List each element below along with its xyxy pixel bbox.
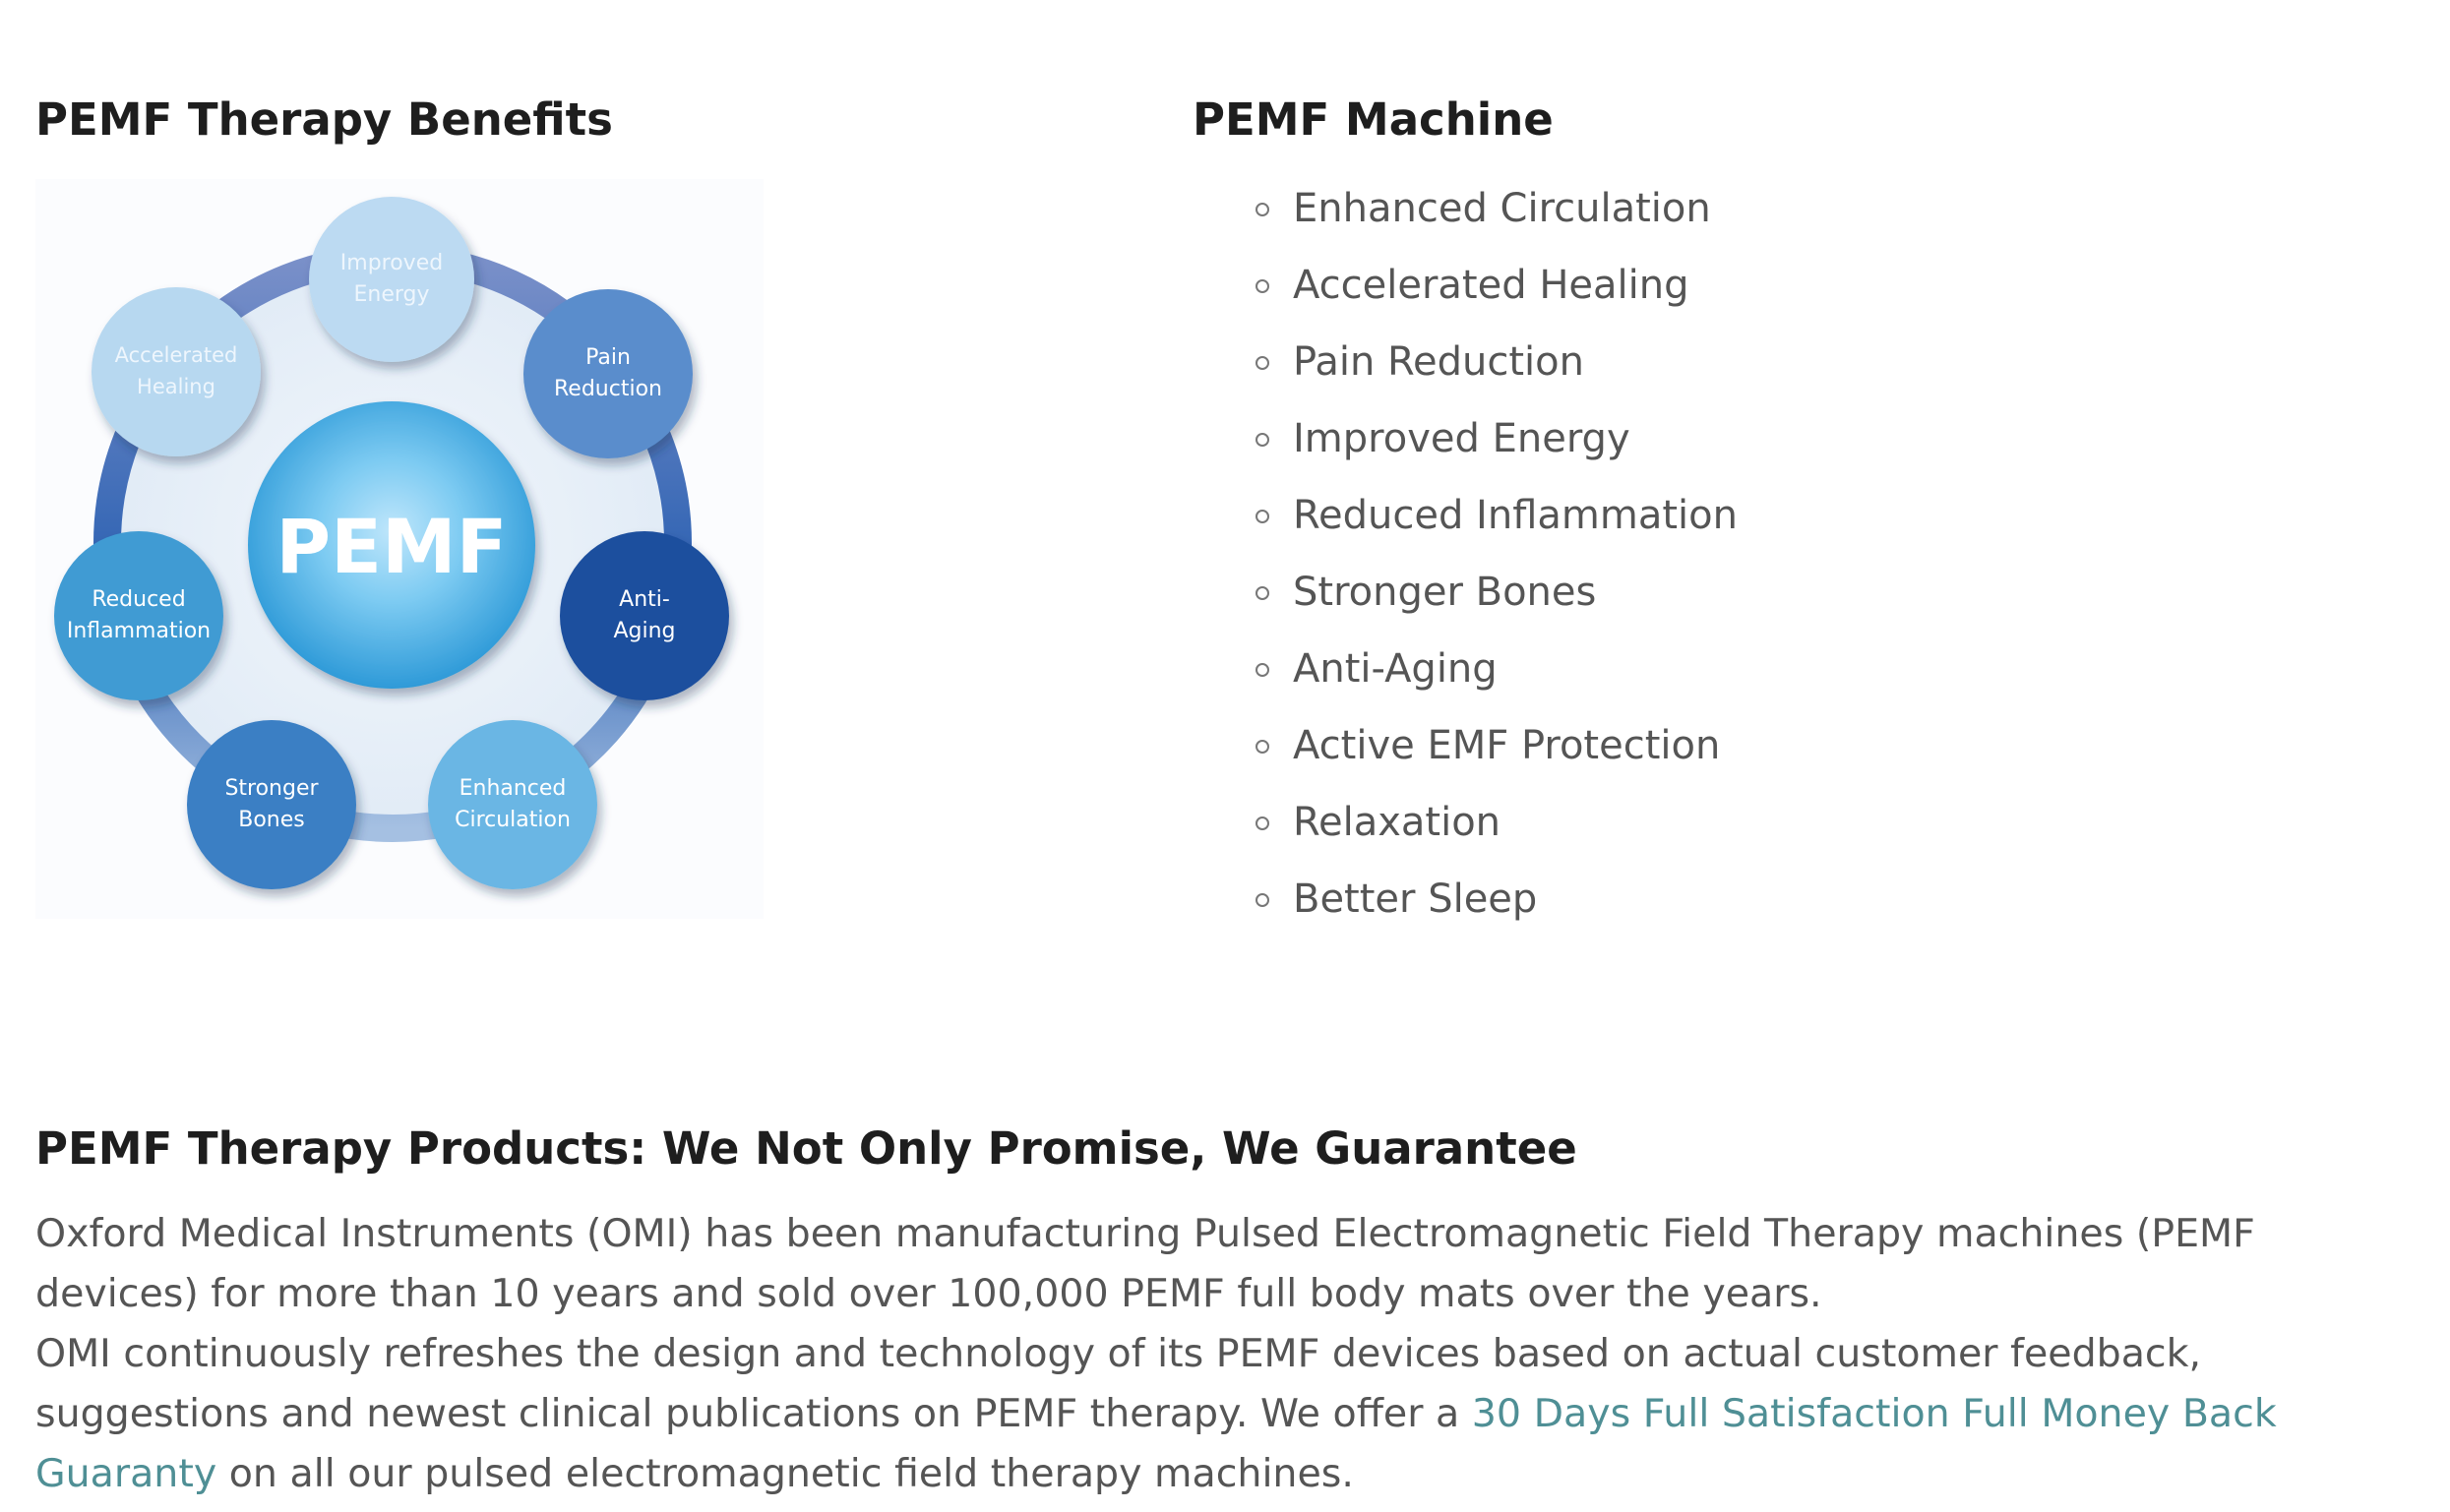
list-item: Active EMF Protection [1252, 716, 1738, 793]
node-anti-aging-line1: Anti- [619, 587, 670, 612]
node-anti-aging-line2: Aging [613, 619, 675, 643]
list-item: Enhanced Circulation [1252, 179, 1738, 256]
paragraph-2-text-end: on all our pulsed electromagnetic field … [216, 1451, 1354, 1496]
benefits-heading: PEMF Therapy Benefits [35, 93, 613, 146]
list-item: Accelerated Healing [1252, 256, 1738, 333]
list-item: Pain Reduction [1252, 333, 1738, 409]
node-pain-reduction-line1: Pain [585, 345, 631, 370]
list-item: Relaxation [1252, 793, 1738, 870]
list-item-label: Pain Reduction [1293, 339, 1584, 385]
node-enhanced-circulation [428, 720, 597, 889]
list-item: Reduced Inflammation [1252, 486, 1738, 563]
paragraph-2-text: OMI continuously refreshes the design an… [35, 1331, 2202, 1436]
node-stronger-bones-line2: Bones [238, 808, 305, 832]
node-reduced-inflammation-line1: Reduced [92, 587, 185, 612]
circle-bullet-icon [1256, 893, 1269, 907]
list-item: Stronger Bones [1252, 563, 1738, 639]
node-accelerated-healing [92, 287, 261, 456]
node-reduced-inflammation [54, 531, 223, 700]
center-circle [248, 401, 535, 689]
circle-bullet-icon [1256, 279, 1269, 293]
list-item-label: Better Sleep [1293, 877, 1538, 922]
node-anti-aging [560, 531, 729, 700]
circle-bullet-icon [1256, 203, 1269, 216]
center-label: PEMF [276, 503, 507, 590]
node-pain-reduction [523, 289, 693, 458]
circle-bullet-icon [1256, 356, 1269, 370]
circle-bullet-icon [1256, 586, 1269, 600]
money-back-guarantee-link[interactable]: 30 Days Full Satisfaction Full Money Bac… [35, 1391, 2277, 1496]
node-enhanced-circulation-line1: Enhanced [459, 776, 567, 801]
pemf-benefits-diagram: PEMF Improved Energy Pain Reduction Anti… [35, 179, 764, 919]
node-improved-energy-line1: Improved [340, 251, 443, 275]
list-item-label: Anti-Aging [1293, 646, 1498, 692]
node-accelerated-healing-line1: Accelerated [115, 343, 238, 367]
list-item-label: Active EMF Protection [1293, 723, 1721, 768]
machine-heading: PEMF Machine [1193, 93, 1554, 146]
products-paragraph-1: Oxford Medical Instruments (OMI) has bee… [35, 1211, 2255, 1316]
list-item: Better Sleep [1252, 870, 1738, 946]
list-item-label: Stronger Bones [1293, 570, 1597, 615]
circle-bullet-icon [1256, 740, 1269, 754]
node-accelerated-healing-line2: Healing [137, 375, 215, 398]
node-reduced-inflammation-line2: Inflammation [67, 619, 211, 643]
node-improved-energy-line2: Energy [353, 282, 429, 307]
list-item-label: Improved Energy [1293, 416, 1630, 461]
products-heading: PEMF Therapy Products: We Not Only Promi… [35, 1122, 1577, 1175]
circle-bullet-icon [1256, 663, 1269, 677]
node-stronger-bones-line1: Stronger [224, 776, 319, 801]
node-stronger-bones [187, 720, 356, 889]
node-pain-reduction-line2: Reduction [554, 377, 662, 401]
machine-benefits-list: Enhanced Circulation Accelerated Healing… [1252, 179, 1738, 946]
node-enhanced-circulation-line2: Circulation [455, 808, 571, 832]
list-item-label: Reduced Inflammation [1293, 493, 1738, 538]
products-description: Oxford Medical Instruments (OMI) has bee… [35, 1204, 2377, 1504]
list-item-label: Relaxation [1293, 800, 1501, 845]
list-item: Improved Energy [1252, 409, 1738, 486]
node-improved-energy [309, 197, 474, 362]
products-paragraph-2: OMI continuously refreshes the design an… [35, 1324, 2377, 1504]
list-item: Anti-Aging [1252, 639, 1738, 716]
list-item-label: Enhanced Circulation [1293, 186, 1711, 231]
list-item-label: Accelerated Healing [1293, 263, 1689, 308]
circle-bullet-icon [1256, 510, 1269, 523]
circle-bullet-icon [1256, 433, 1269, 447]
circle-bullet-icon [1256, 816, 1269, 830]
